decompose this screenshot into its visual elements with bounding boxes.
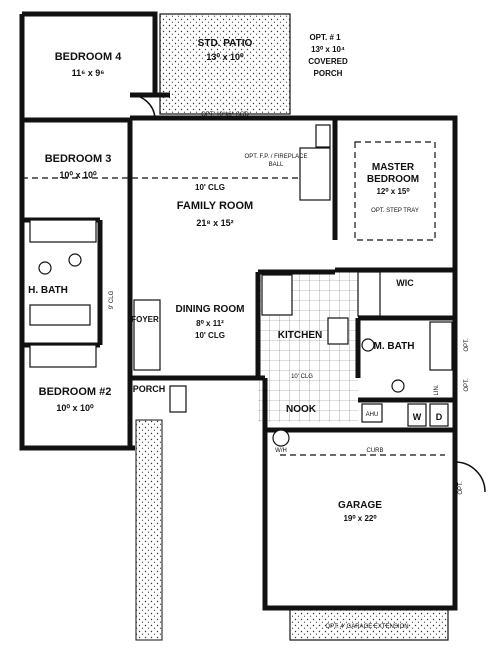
- hall-bath-name: H. BATH: [28, 285, 68, 296]
- covered-porch-line4: PORCH: [314, 69, 343, 78]
- foyer-steps: [133, 299, 161, 371]
- family-room-name: FAMILY ROOM: [177, 200, 253, 212]
- master-size: 12⁰ x 15⁰: [376, 187, 410, 196]
- master-line1: MASTER: [372, 162, 415, 173]
- wh-label: W/H: [275, 448, 287, 454]
- master-tub: [429, 321, 453, 371]
- fireplace: [299, 147, 331, 201]
- opt-label-2: OPT.: [464, 378, 470, 392]
- dryer: [429, 403, 449, 427]
- ahu-label: AHU: [366, 412, 379, 418]
- patio-name: STD. PATIO: [198, 38, 253, 49]
- step-tray: [354, 141, 436, 241]
- kitchen-counter: [261, 274, 293, 316]
- kitchen-name: KITCHEN: [278, 330, 322, 341]
- family-room-size: 21⁸ x 15²: [196, 218, 233, 228]
- master-step-tray: OPT. STEP TRAY: [371, 208, 419, 214]
- closet-bedroom3: [29, 219, 97, 243]
- closet-master: [357, 271, 381, 317]
- fireplace-line1: OPT. F.P. / FIREPLACE: [245, 154, 308, 160]
- kitchen-wall: [255, 269, 335, 378]
- garage-curb-label: CURB: [366, 448, 383, 454]
- walkway: [135, 419, 163, 641]
- hall-tub: [29, 304, 91, 326]
- garage-size: 19⁰ x 22⁰: [343, 514, 377, 523]
- dryer-label: D: [436, 412, 443, 422]
- lin-label: LIN.: [434, 384, 440, 395]
- master-sink: [361, 338, 375, 352]
- master-line2: BEDROOM: [367, 174, 419, 185]
- opt-label-3: OPT.: [458, 481, 464, 495]
- patio-door-note: OPT. 10°x6⁸ SGD: [201, 111, 249, 118]
- covered-porch-line3: COVERED: [308, 57, 348, 66]
- fireplace-line2: BALL: [269, 162, 284, 168]
- patio-area: [159, 13, 291, 115]
- dining-size: 8⁰ x 11²: [196, 319, 224, 328]
- washer-label: W: [413, 412, 422, 422]
- bedroom2-name: BEDROOM #2: [39, 386, 112, 398]
- garage-extension-label: OPT. 4' GARAGE EXTENSION: [325, 624, 408, 630]
- garage-door-swing: [454, 461, 486, 493]
- foyer-name: FOYER: [131, 315, 159, 324]
- wic-name: WIC: [396, 278, 414, 288]
- dining-clg: 10' CLG: [195, 331, 225, 340]
- porch-name: PORCH: [133, 384, 166, 394]
- garage-extension-area: [289, 607, 449, 641]
- patio-door-swing: [129, 94, 156, 119]
- porch-column: [169, 385, 187, 413]
- patio-size: 13⁰ x 10⁰: [206, 52, 244, 62]
- garage-name: GARAGE: [338, 500, 382, 511]
- kitchen-clg: 10' CLG: [291, 374, 313, 380]
- covered-porch-line2: 13⁰ x 10⁴: [311, 45, 345, 54]
- washer: [407, 403, 427, 427]
- master-wall: [332, 118, 455, 273]
- bedroom4-name: BEDROOM 4: [55, 51, 123, 63]
- side-clg: 9' CLG: [109, 290, 115, 309]
- hall-sink: [68, 253, 82, 267]
- master-toilet: [391, 379, 405, 393]
- opt-label-1: OPT.: [464, 338, 470, 352]
- covered-porch-line1: OPT. # 1: [309, 33, 341, 42]
- mbath-wall: [355, 315, 455, 378]
- exterior-wall: [19, 11, 458, 611]
- bedroom4-size: 11⁶ x 9⁶: [72, 68, 105, 78]
- nook-name: NOOK: [286, 404, 317, 415]
- closet-bedroom2: [29, 344, 97, 368]
- master-bath-name: M. BATH: [374, 341, 415, 352]
- bedroom3-name: BEDROOM 3: [45, 153, 112, 165]
- bedroom3-size: 10⁰ x 10⁰: [59, 170, 97, 180]
- bedroom2-size: 10⁰ x 10⁰: [56, 403, 94, 413]
- family-room-clg: 10' CLG: [195, 183, 225, 192]
- fireplace-hearth: [315, 124, 331, 148]
- ahu-unit: [361, 403, 383, 423]
- hall-toilet: [38, 261, 52, 275]
- dining-name: DINING ROOM: [176, 304, 245, 315]
- water-heater: [272, 429, 290, 447]
- kitchen-range: [327, 317, 349, 345]
